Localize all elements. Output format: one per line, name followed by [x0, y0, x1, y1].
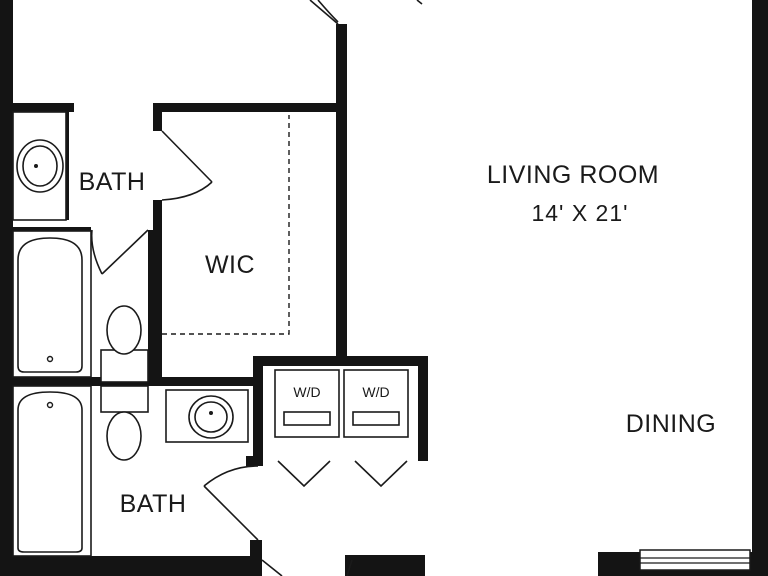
- toilet-icon: [100, 349, 149, 383]
- living-room-dimensions: 14' X 21': [531, 200, 628, 226]
- wic-label: WIC: [205, 251, 255, 279]
- window: [639, 549, 751, 571]
- living-room-label: LIVING ROOM: [487, 161, 659, 189]
- washer-dryer-label-right: W/D: [362, 384, 389, 400]
- washer-dryer-label-left: W/D: [293, 384, 320, 400]
- toilet-icon: [100, 385, 149, 413]
- dining-label: DINING: [626, 410, 717, 438]
- doors: [90, 0, 423, 576]
- lower-bath-fixtures: [12, 385, 249, 557]
- upper-bath-label: BATH: [79, 168, 146, 196]
- washer-dryer: [274, 369, 409, 438]
- lower-bath-label: BATH: [120, 490, 187, 518]
- wic-shelf: [162, 115, 290, 335]
- upper-bath-fixtures: [12, 111, 149, 383]
